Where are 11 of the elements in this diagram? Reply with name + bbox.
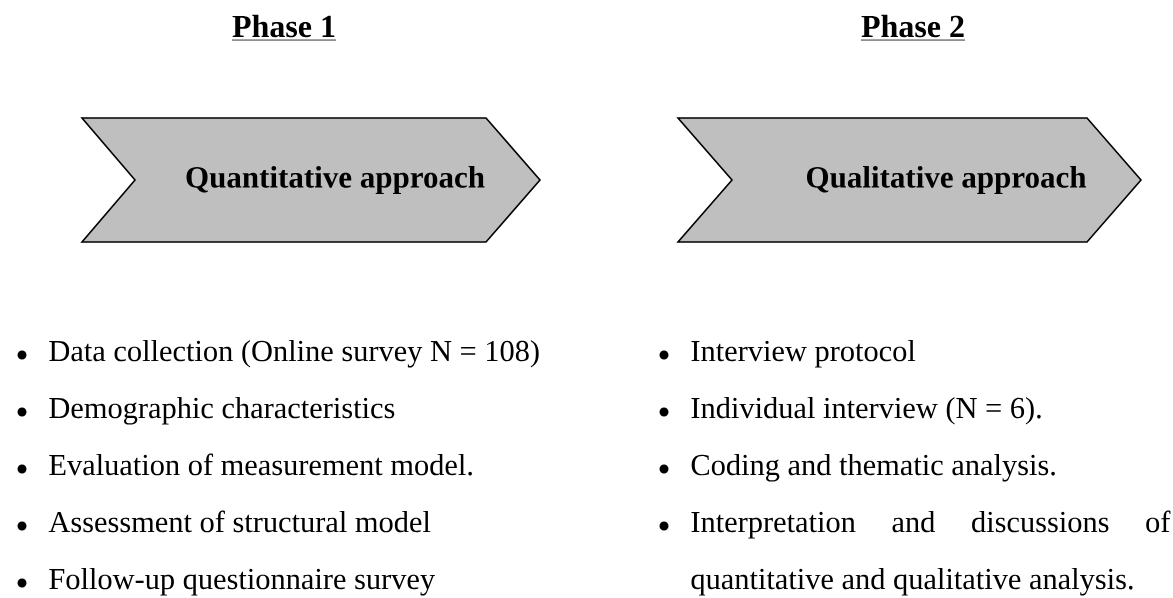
bullet-item: Interpretation and discussions of quantitative and qualitative analysis. [691,510,1171,596]
bullet-item: Assessment of structural model [48,510,431,533]
bullet-item: Evaluation of measurement model. [49,453,472,476]
bullet-item: Individual interview (N = 6). [691,396,1041,425]
bullet-item: Coding and thematic analysis. [691,453,1055,482]
bullet-item: Follow-up questionnaire survey [49,567,435,596]
bullet-item: Data collection (Online survey N = 108) [49,339,539,368]
bullet-item: Interview protocol [691,339,916,368]
bullet-item: Demographic characteristics [49,396,395,425]
phase-heading: Phase 2 [860,14,966,41]
phase-heading: Phase 1 [231,14,337,41]
